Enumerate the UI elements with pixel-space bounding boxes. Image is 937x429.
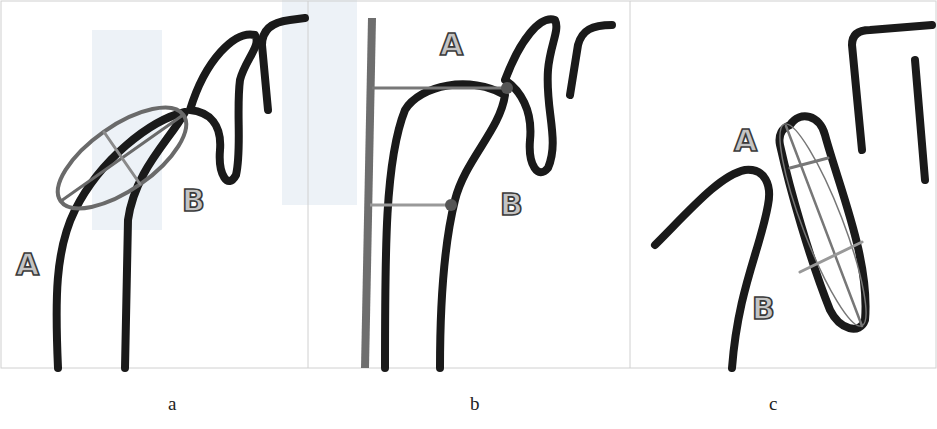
long-axis [61,115,183,201]
humeral-head [385,84,505,368]
acromion [915,60,925,180]
point-label: B [752,294,775,324]
glenoid [190,34,257,181]
panel-caption: a [168,394,176,413]
panel-divider [308,1,309,368]
humeral-head [57,112,185,368]
short-axis [104,132,140,184]
bleed-bar [282,0,357,205]
humeral-head [655,170,769,368]
point-label: A [734,126,757,156]
fit-ellipse [42,89,202,227]
point-label: B [182,186,205,216]
reference-line [365,18,372,368]
glenoid [779,116,865,328]
panel-divider [630,1,631,368]
width-line [800,242,862,272]
measure-dot [445,199,457,211]
fit-ellipse [766,117,881,333]
panel-caption: c [769,394,777,413]
acromion [262,18,305,110]
long-axis [786,126,862,326]
width-line [790,158,828,168]
panel-caption: b [470,394,480,413]
acromion [570,25,612,95]
point-label: A [16,250,39,280]
distance-line [370,204,449,207]
panel-frame [1,1,936,368]
distance-line [372,87,505,90]
point-label: A [440,30,463,60]
point-label: B [500,190,523,220]
measure-dot [501,82,513,94]
glenoid [505,19,556,172]
